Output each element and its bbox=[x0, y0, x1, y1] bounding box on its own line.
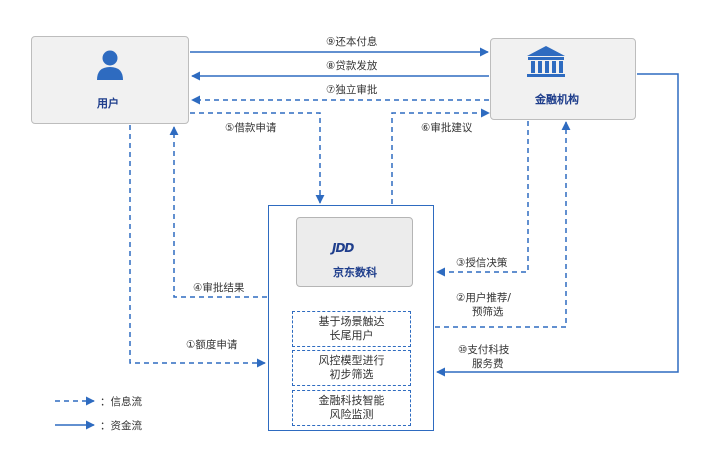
feature-line: 风险监测 bbox=[329, 408, 374, 421]
edge-7-label: ⑦独立审批 bbox=[326, 84, 378, 96]
edge-2 bbox=[435, 121, 571, 328]
edge-9-label: ⑨还本付息 bbox=[326, 36, 378, 48]
feature-line: 基于场景触达 bbox=[318, 315, 385, 328]
feature-risk-monitor: 金融科技智能风险监测 bbox=[292, 390, 411, 426]
edge-2-label-line1: ②用户推荐/ bbox=[456, 292, 511, 304]
user-title: 用户 bbox=[97, 97, 119, 110]
jd-title: 京东数科 bbox=[333, 266, 377, 279]
edge-3-label: ③授信决策 bbox=[456, 257, 508, 269]
feature-line: 长尾用户 bbox=[329, 329, 374, 342]
legend-fund-label: ：资金流 bbox=[100, 420, 142, 432]
edge-8-label: ⑧贷款发放 bbox=[326, 60, 378, 72]
edge-6-label: ⑥审批建议 bbox=[421, 122, 473, 134]
edge-10-label-line2: 服务费 bbox=[472, 358, 504, 370]
feature-line: 初步筛选 bbox=[329, 368, 374, 381]
bank-icon bbox=[527, 46, 565, 77]
edge-3 bbox=[436, 121, 529, 277]
edge-5-label: ⑤借款申请 bbox=[225, 122, 277, 134]
edge-10 bbox=[436, 73, 679, 377]
bank-title: 金融机构 bbox=[535, 93, 579, 106]
financial-institution-node bbox=[490, 38, 636, 120]
jd-digits-node bbox=[296, 217, 413, 287]
feature-line: 金融科技智能 bbox=[318, 394, 385, 407]
edge-2-label-line2: 预筛选 bbox=[472, 306, 504, 318]
jdd-logo: JDD bbox=[332, 241, 354, 255]
edge-4-label: ④审批结果 bbox=[193, 282, 245, 294]
edge-1-label: ①额度申请 bbox=[186, 339, 238, 351]
edge-6 bbox=[391, 108, 490, 204]
legend-info-label: ：信息流 bbox=[100, 396, 142, 408]
user-icon bbox=[97, 50, 123, 80]
edge-5 bbox=[190, 112, 325, 204]
edge-1 bbox=[129, 125, 266, 368]
feature-risk-model: 风控模型进行初步筛选 bbox=[292, 350, 411, 386]
edge-4 bbox=[169, 126, 267, 298]
edge-10-label-line1: ⑩支付科技 bbox=[458, 344, 510, 356]
feature-line: 风控模型进行 bbox=[318, 354, 385, 367]
feature-scene-reach: 基于场景触达长尾用户 bbox=[292, 311, 411, 347]
